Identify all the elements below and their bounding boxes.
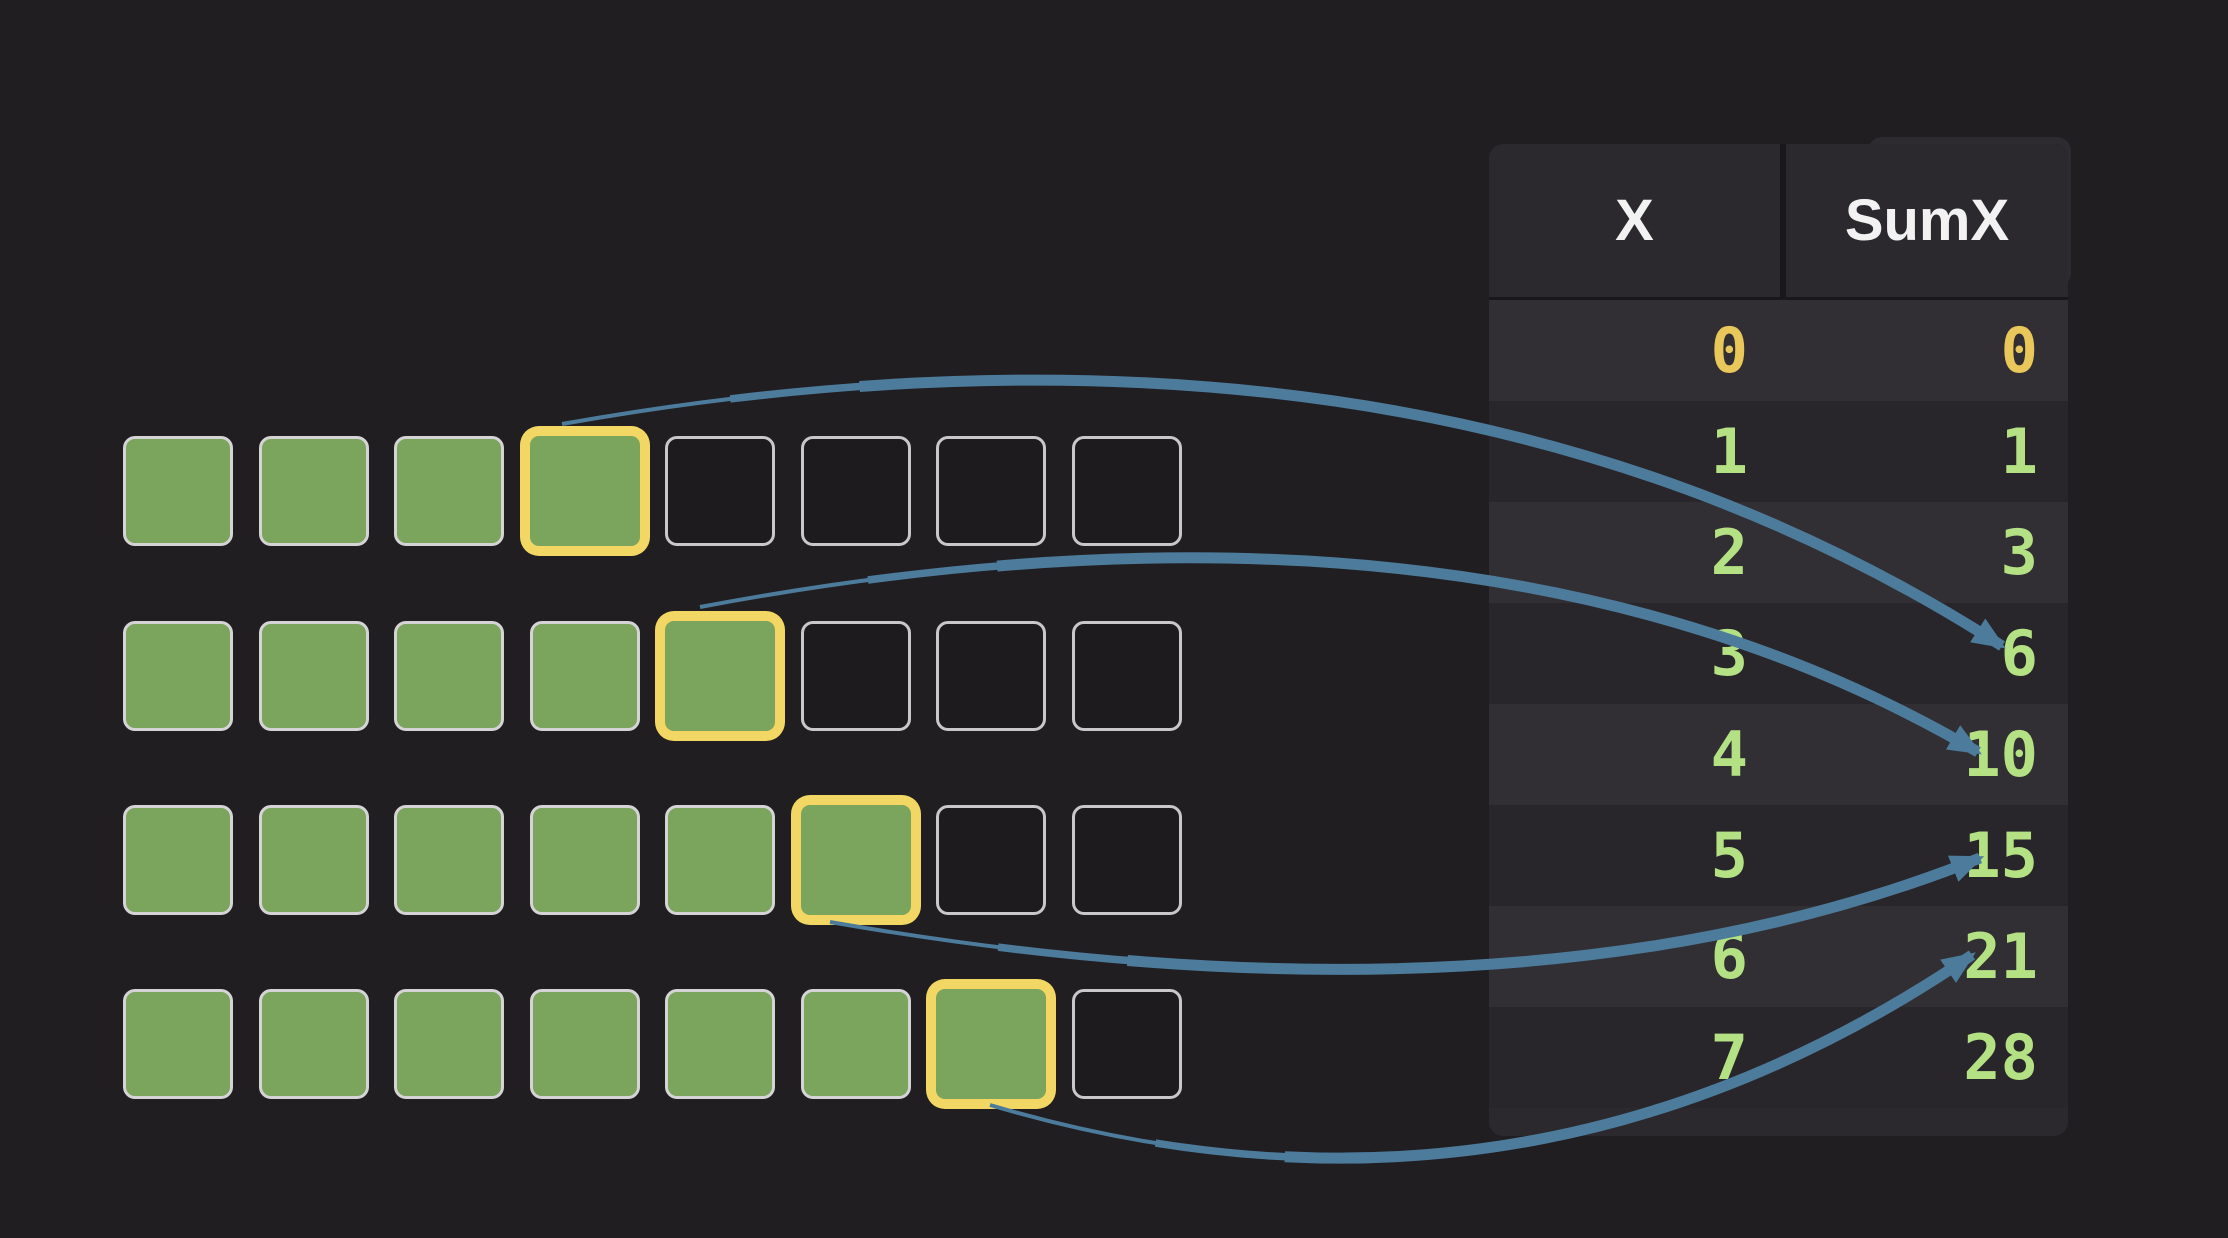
sumx-value-cell: 28 xyxy=(1963,1021,2038,1094)
filled-block xyxy=(394,621,504,731)
x-value-cell: 4 xyxy=(1710,718,1748,791)
filled-block xyxy=(665,805,775,915)
filled-block xyxy=(123,621,233,731)
arrow-to-15 xyxy=(829,854,1982,974)
empty-block xyxy=(936,436,1046,546)
arrow-to-21 xyxy=(989,953,1974,1161)
arrow-to-21 xyxy=(988,950,1976,1164)
table-header-x: X xyxy=(1489,144,1780,297)
filled-block xyxy=(530,621,640,731)
empty-block xyxy=(1072,436,1182,546)
filled-block xyxy=(801,989,911,1099)
table-header-row: X SumX xyxy=(1489,144,2068,300)
arrow-to-6 xyxy=(561,374,2006,651)
sumx-value-cell: 1 xyxy=(2000,415,2038,488)
x-value-cell: 5 xyxy=(1710,819,1748,892)
empty-block xyxy=(801,436,911,546)
highlighted-block xyxy=(665,621,775,731)
arrow-to-15 xyxy=(829,852,1985,975)
sumx-value-cell: 6 xyxy=(2000,617,2038,690)
filled-block xyxy=(530,989,640,1099)
filled-block xyxy=(259,436,369,546)
x-value-cell: 3 xyxy=(1710,617,1748,690)
x-value-cell: 2 xyxy=(1710,516,1748,589)
arrow-to-6 xyxy=(561,376,2005,650)
empty-block xyxy=(936,621,1046,731)
empty-block xyxy=(665,436,775,546)
empty-block xyxy=(1072,621,1182,731)
filled-block xyxy=(394,436,504,546)
sumx-value-cell: 3 xyxy=(2000,516,2038,589)
filled-block xyxy=(123,436,233,546)
empty-block xyxy=(801,621,911,731)
filled-block xyxy=(394,989,504,1099)
x-value-cell: 1 xyxy=(1710,415,1748,488)
arrow-to-6 xyxy=(561,378,2004,648)
filled-block xyxy=(259,621,369,731)
empty-block xyxy=(1072,989,1182,1099)
highlighted-block xyxy=(801,805,911,915)
filled-block xyxy=(665,989,775,1099)
filled-block xyxy=(259,989,369,1099)
arrow-to-21 xyxy=(988,951,1975,1162)
arrow-to-10 xyxy=(698,552,1982,757)
highlighted-block xyxy=(936,989,1046,1099)
filled-block xyxy=(530,805,640,915)
x-value-cell: 0 xyxy=(1710,314,1748,387)
empty-block xyxy=(936,805,1046,915)
filled-block xyxy=(394,805,504,915)
arrow-to-10 xyxy=(699,554,1980,756)
table-header-sumx: SumX xyxy=(1786,144,2068,297)
sumx-value-cell: 0 xyxy=(2000,314,2038,387)
sumx-value-cell: 21 xyxy=(1963,920,2038,993)
highlighted-block xyxy=(530,436,640,546)
filled-block xyxy=(123,805,233,915)
filled-block xyxy=(123,989,233,1099)
empty-block xyxy=(1072,805,1182,915)
filled-block xyxy=(259,805,369,915)
